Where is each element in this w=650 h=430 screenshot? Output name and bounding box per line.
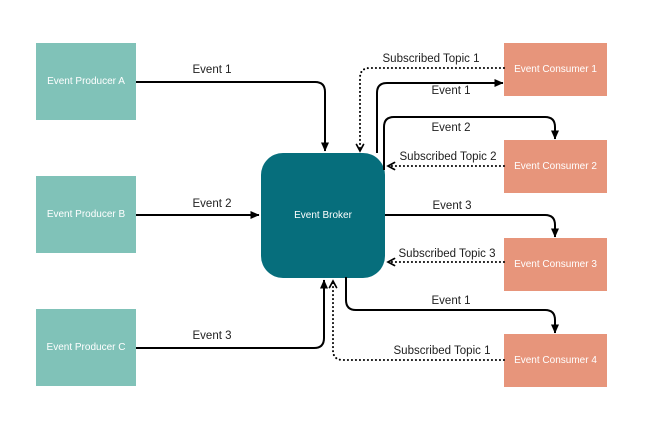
node-event-consumer-1: Event Consumer 1 [504, 43, 607, 96]
node-event-producer-a: Event Producer A [36, 43, 136, 120]
edge-label-event3-in: Event 3 [192, 330, 232, 342]
node-label: Event Producer C [46, 341, 126, 353]
edge-label-event3-out-c3: Event 3 [432, 200, 472, 212]
edge-event1-producerA-to-broker [136, 81, 329, 152]
node-label: Event Consumer 3 [514, 258, 597, 270]
node-event-consumer-4: Event Consumer 4 [504, 334, 607, 387]
node-label: Event Consumer 4 [514, 354, 597, 366]
edge-label-subscribed-topic1-bottom: Subscribed Topic 1 [393, 345, 491, 357]
edge-label-event2-in: Event 2 [192, 198, 232, 210]
node-label: Event Producer B [46, 208, 126, 220]
edge-label-event2-out-c2: Event 2 [431, 122, 471, 134]
edge-subscribedtopic1-consumer1-to-broker [355, 67, 505, 153]
node-event-broker: Event Broker [261, 153, 385, 278]
edge-event3-broker-to-consumer3 [385, 214, 559, 238]
node-event-producer-b: Event Producer B [36, 176, 136, 253]
node-event-producer-c: Event Producer C [36, 309, 136, 386]
node-label: Event Producer A [47, 75, 125, 87]
node-event-consumer-3: Event Consumer 3 [504, 238, 607, 291]
node-label: Event Consumer 1 [514, 63, 597, 75]
edge-label-event1-out-c1: Event 1 [431, 85, 471, 97]
edge-label-subscribed-topic1: Subscribed Topic 1 [382, 53, 480, 65]
edge-label-event1-out-c4: Event 1 [431, 295, 471, 307]
node-label: Event Broker [294, 209, 352, 221]
edge-label-subscribed-topic3: Subscribed Topic 3 [398, 248, 496, 260]
edge-label-event1-in: Event 1 [192, 64, 232, 76]
node-event-consumer-2: Event Consumer 2 [504, 140, 607, 193]
edge-label-subscribed-topic2: Subscribed Topic 2 [399, 151, 497, 163]
